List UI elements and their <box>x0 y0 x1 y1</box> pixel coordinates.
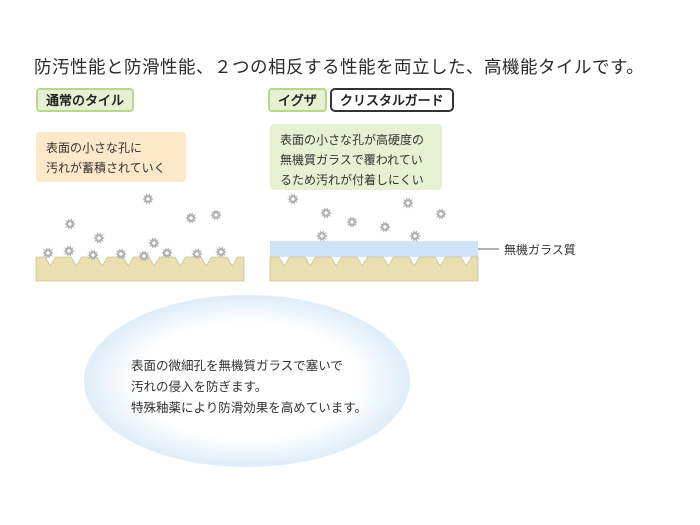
crystal-guard-description: 表面の小さな孔が高硬度の 無機質ガラスで覆われてい るため汚れが付着しにくい <box>270 124 442 190</box>
crystal-guard-tag: クリスタルガード <box>330 88 454 112</box>
normal-tile-cross-section <box>35 256 245 282</box>
dirt-particle <box>87 249 99 261</box>
summary-line: 汚れの侵入を防ぎます。 <box>131 379 268 394</box>
tile-body <box>269 256 479 282</box>
dirt-particle <box>409 230 421 242</box>
dirt-particles-right <box>287 193 447 242</box>
crystal-description-line: 表面の小さな孔が高硬度の <box>280 133 425 147</box>
tile-body <box>35 256 245 282</box>
headline: 防汚性能と防滑性能、２つの相反する性能を両立した、高機能タイルです。 <box>34 58 645 78</box>
dirt-particle <box>287 193 299 205</box>
normal-description-line: 汚れが蓄積されていく <box>46 161 166 175</box>
dirt-particle <box>138 250 150 262</box>
summary-line: 特殊釉薬により防滑効果を高めています。 <box>131 400 368 415</box>
normal-tile-tag: 通常のタイル <box>36 88 135 112</box>
dirt-particle <box>161 247 173 259</box>
glass-layer <box>270 241 478 257</box>
dirt-particle <box>93 232 105 244</box>
dirt-particle <box>142 193 154 205</box>
dirt-particle <box>42 247 54 259</box>
crystal-guard-cross-section <box>269 241 479 282</box>
normal-tile-description: 表面の小さな孔に 汚れが蓄積されていく <box>36 132 186 182</box>
dirt-particles-left <box>42 193 227 262</box>
summary-line: 表面の微細孔を無機質ガラスで塞いで <box>131 358 343 373</box>
igza-tag: イグザ <box>268 88 327 112</box>
summary-ellipse <box>84 295 410 467</box>
dirt-particle <box>402 197 414 209</box>
dirt-particle <box>64 218 76 230</box>
crystal-description-line: 無機質ガラスで覆われてい <box>280 153 423 167</box>
dirt-particle <box>379 221 391 233</box>
dirt-particle <box>210 209 222 221</box>
dirt-particle <box>215 246 227 258</box>
dirt-particle <box>115 248 127 260</box>
dirt-particle <box>185 212 197 224</box>
dirt-particle <box>148 237 160 249</box>
dirt-particle <box>346 216 358 228</box>
normal-description-line: 表面の小さな孔に <box>46 141 143 155</box>
dirt-particle <box>316 230 328 242</box>
dirt-particle <box>320 207 332 219</box>
inorganic-glass-layer-label: 無機ガラス質 <box>504 243 576 257</box>
crystal-description-line: るため汚れが付着しにくい <box>280 173 424 187</box>
dirt-particle <box>435 208 447 220</box>
summary-text: 表面の微細孔を無機質ガラスで塞いで 汚れの侵入を防ぎます。 特殊釉薬により防滑効… <box>131 355 367 418</box>
dirt-particle <box>63 245 75 257</box>
dirt-particle <box>191 248 203 260</box>
